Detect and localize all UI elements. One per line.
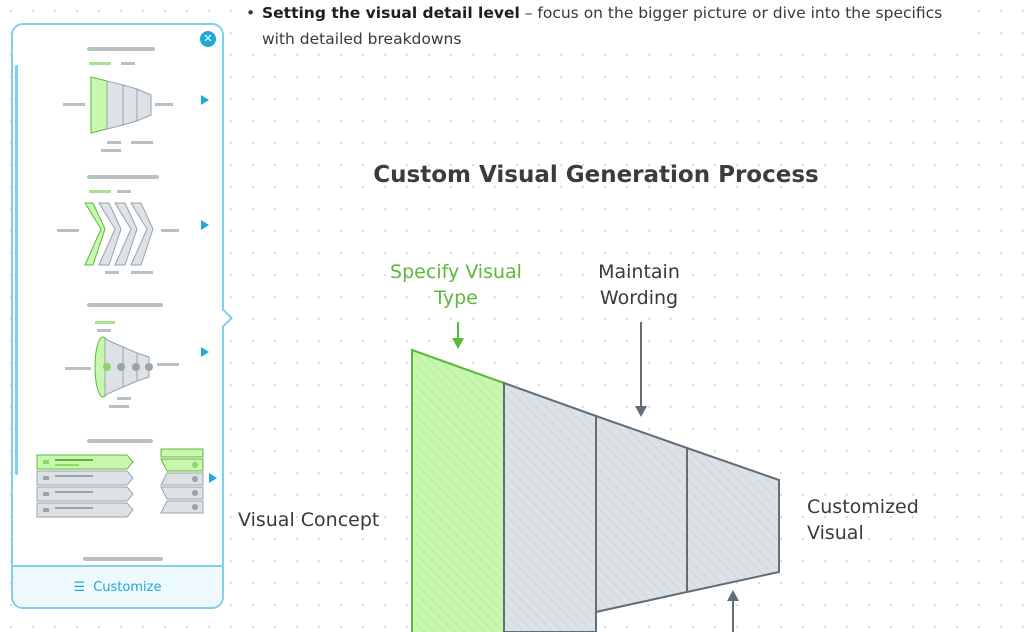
bullet-bold-text: Setting the visual detail level	[262, 4, 520, 22]
variation-thumbnail-4[interactable]	[35, 429, 217, 529]
label-maintain-wording-line1: Maintain	[598, 261, 680, 283]
intro-bullet: • Setting the visual detail level – focu…	[246, 0, 966, 52]
label-visual-concept: Visual Concept	[238, 509, 379, 531]
funnel-segment-3	[595, 414, 688, 614]
variation-4-arrow-icon[interactable]	[209, 473, 217, 483]
label-specify-visual-type-line2: Type	[433, 287, 478, 309]
customize-label: Customize	[93, 579, 162, 595]
thumbnail-1-preview	[63, 47, 173, 152]
label-customized-visual-line2: Visual	[807, 522, 864, 544]
thumbnail-4-preview	[36, 439, 204, 518]
visual-variations-panel: ✕	[11, 23, 233, 609]
thumbnail-3-preview	[65, 303, 179, 408]
sliders-icon: ☰	[73, 579, 86, 595]
variation-1-arrow-icon[interactable]	[201, 95, 209, 105]
variation-thumbnail-2[interactable]	[49, 173, 209, 283]
variation-thumbnail-3[interactable]	[49, 301, 209, 411]
funnel-segment-2	[503, 381, 597, 632]
label-specify-visual-type-line1: Specify Visual	[390, 261, 522, 283]
bullet-rest-text: – focus on the bigger picture or dive in…	[262, 4, 943, 48]
label-maintain-wording-line2: Wording	[600, 287, 678, 309]
funnel-segment-1	[411, 348, 505, 632]
close-icon[interactable]: ✕	[200, 31, 216, 47]
bullet-text: Setting the visual detail level – focus …	[246, 0, 966, 52]
panel-bottom-placeholder-bar	[83, 557, 163, 561]
panel-scrollbar[interactable]	[15, 65, 18, 475]
customize-button[interactable]: ☰ Customize	[13, 565, 222, 607]
thumbnail-2-preview	[57, 175, 179, 274]
variation-2-arrow-icon[interactable]	[201, 220, 209, 230]
variation-3-arrow-icon[interactable]	[201, 347, 209, 357]
bottom-arrow-head	[727, 590, 739, 601]
funnel-segment-4	[686, 446, 780, 594]
bullet-marker: •	[246, 4, 256, 22]
diagram-title: Custom Visual Generation Process	[373, 162, 818, 188]
maintain-arrow-head	[635, 406, 647, 417]
variation-thumbnail-1[interactable]	[49, 45, 209, 155]
label-customized-visual-line1: Customized	[807, 496, 919, 518]
specify-arrow-head	[452, 338, 464, 349]
